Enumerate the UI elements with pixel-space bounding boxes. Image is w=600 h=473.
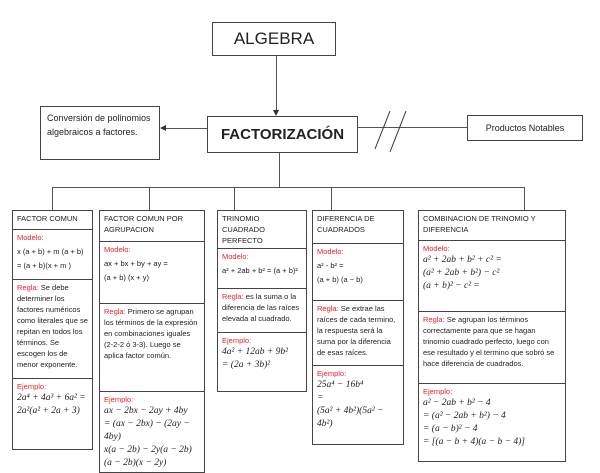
ejemplo-section: Ejemplo: 2a⁴ + 4a³ + 6a² = 2a²(a² + 2a + 3… [13, 378, 92, 449]
connector [358, 127, 467, 128]
modelo-section: Modelo: a² + 2ab + b² = (a + b)² [218, 248, 306, 288]
regla-text: Se debe determiner los factores numérico… [17, 283, 88, 369]
ejemplo-line: (a − 2b)(x − 2y) [104, 458, 167, 468]
connector [524, 187, 525, 210]
arrow-left-icon [160, 125, 166, 131]
modelo-label: Modelo: [17, 233, 44, 242]
connector [276, 56, 277, 112]
regla-section: Regla: Se agrupan los términos correctam… [419, 311, 565, 383]
ejemplo-line: (5a² + 4b²)(5a² − 4b²) [317, 406, 384, 429]
regla-text: Primero se agrupan los términos de la ex… [104, 307, 198, 360]
regla-label: Regla: [104, 307, 126, 316]
not-equal-slashes-icon [374, 110, 407, 153]
algebra-label: ALGEBRA [233, 29, 315, 48]
modelo-line: = (a + b)(x + m ) [17, 261, 71, 270]
ejemplo-label: Ejemplo: [317, 369, 347, 378]
ejemplo-line: x(a − 2b) − 2y(a − 2b) [104, 445, 192, 455]
modelo-line: (a + b) (x + y) [104, 273, 150, 282]
ejemplo-label: Ejemplo: [423, 387, 453, 396]
modelo-line: a² - b² = [317, 261, 344, 270]
definition-label: Conversión de polinomios algebraicos a f… [47, 113, 151, 137]
ejemplo-line: = (a² − 2ab + b²) − 4 [423, 411, 506, 421]
modelo-section: Modelo: a² - b² = (a + b) (a − b) [313, 243, 403, 300]
connector [234, 187, 235, 210]
ejemplo-section: Ejemplo: 25a⁴ − 16b⁴ = (5a² + 4b²)(5a² − 4b… [313, 365, 403, 444]
column-header: COMBINACION DE TRINOMIO Y DIFERENCIA [419, 211, 565, 240]
ejemplo-line: = (ax − 2bx) − (2ay − 4by) [104, 419, 190, 442]
column-title: COMBINACION DE TRINOMIO Y DIFERENCIA [423, 214, 536, 234]
ejemplo-section: Ejemplo: 4a² + 12ab + 9b² = (2a + 3b)² [218, 332, 306, 391]
ejemplo-label: Ejemplo: [222, 336, 252, 345]
column-header: TRINOMIO CUADRADO PERFECTO [218, 211, 306, 248]
regla-section: Regla: Se extrae las raíces de cada term… [313, 300, 403, 365]
connector [279, 153, 280, 187]
ejemplo-line: 2a⁴ + 4a³ + 6a² = [17, 393, 86, 403]
factorizacion-node: FACTORIZACIÓN [207, 116, 358, 153]
regla-section: Regla: Primero se agrupan los términos d… [100, 303, 204, 391]
modelo-label: Modelo: [104, 245, 131, 254]
method-column: TRINOMIO CUADRADO PERFECTO Modelo: a² + 2a… [217, 210, 307, 392]
modelo-line: a² + 2ab + b² = (a + b)² [222, 266, 298, 275]
column-header: FACTOR COMUN POR AGRUPACION [100, 211, 204, 241]
productos-notables-label: Productos Notables [485, 123, 565, 133]
modelo-section: Modelo: ax + bx + by + ay = (a + b) (x + y… [100, 241, 204, 303]
modelo-label: Modelo: [222, 252, 249, 261]
ejemplo-line: = [(a − b + 4)(a − b − 4)] [423, 437, 525, 447]
regla-label: Regla: [423, 315, 445, 324]
method-column: FACTOR COMUN Modelo: x (a + b) + m (a + b)… [12, 210, 93, 450]
ejemplo-line: ax − 2bx − 2ay + 4by [104, 406, 188, 416]
productos-notables-node[interactable]: Productos Notables [467, 115, 583, 141]
method-column: COMBINACION DE TRINOMIO Y DIFERENCIA Mode… [418, 210, 566, 462]
arrow-down-icon [273, 110, 279, 116]
modelo-section: Modelo: x (a + b) + m (a + b) = (a + b)(x … [13, 229, 92, 279]
definition-node: Conversión de polinomios algebraicos a f… [40, 106, 160, 160]
ejemplo-section: Ejemplo: ax − 2bx − 2ay + 4by = (ax − 2bx)… [100, 391, 204, 472]
ejemplo-line: a² − 2ab + b² − 4 [423, 398, 491, 408]
modelo-label: Modelo: [317, 247, 344, 256]
modelo-line: a² + 2ab + b² + c² = [423, 255, 502, 265]
modelo-line: (a + b)² − c² = [423, 281, 480, 291]
connector [52, 187, 53, 210]
column-title: DIFERENCIA DE CUADRADOS [317, 214, 375, 234]
algebra-node: ALGEBRA [212, 22, 336, 56]
ejemplo-line: = (2a + 3b)² [222, 360, 271, 370]
ejemplo-line: 4a² + 12ab + 9b² [222, 347, 289, 357]
modelo-label: Modelo: [423, 244, 450, 253]
regla-label: Regla: [222, 292, 244, 301]
column-title: FACTOR COMUN POR AGRUPACION [104, 214, 184, 234]
column-header: DIFERENCIA DE CUADRADOS [313, 211, 403, 243]
modelo-line: (a² + 2ab + b²) − c² [423, 268, 500, 278]
ejemplo-line: 2a²(a² + 2a + 3) [17, 406, 80, 416]
column-title: TRINOMIO CUADRADO PERFECTO [222, 214, 265, 245]
modelo-section: Modelo: a² + 2ab + b² + c² = (a² + 2ab + b… [419, 240, 565, 311]
connector [166, 128, 207, 129]
regla-text: Se agrupan los términos correctamente pa… [423, 315, 555, 368]
ejemplo-line: = [317, 393, 324, 403]
method-column: DIFERENCIA DE CUADRADOS Modelo: a² - b² = (… [312, 210, 404, 445]
regla-label: Regla: [317, 304, 339, 313]
connector [52, 187, 525, 188]
regla-label: Regla: [17, 283, 39, 292]
ejemplo-line: = (a − b)² − 4 [423, 424, 478, 434]
factorizacion-label: FACTORIZACIÓN [220, 126, 345, 143]
column-title: FACTOR COMUN [17, 214, 78, 223]
column-header: FACTOR COMUN [13, 211, 92, 229]
modelo-line: x (a + b) + m (a + b) [17, 247, 84, 256]
ejemplo-section: Ejemplo: a² − 2ab + b² − 4 = (a² − 2ab + b… [419, 383, 565, 461]
regla-text: Se extrae las raíces de cada termino, la… [317, 304, 396, 357]
modelo-line: (a + b) (a − b) [317, 275, 363, 284]
ejemplo-label: Ejemplo: [17, 382, 47, 391]
ejemplo-label: Ejemplo: [104, 395, 134, 404]
connector [331, 187, 332, 210]
regla-section: Regla: Se debe determiner los factores n… [13, 279, 92, 378]
ejemplo-line: 25a⁴ − 16b⁴ [317, 380, 364, 390]
modelo-line: ax + bx + by + ay = [104, 259, 168, 268]
connector [149, 187, 150, 210]
regla-text: es la suma o la diferencia de las raíces… [222, 292, 300, 323]
regla-section: Regla: es la suma o la diferencia de las… [218, 288, 306, 332]
method-column: FACTOR COMUN POR AGRUPACION Modelo: ax + b… [99, 210, 205, 473]
